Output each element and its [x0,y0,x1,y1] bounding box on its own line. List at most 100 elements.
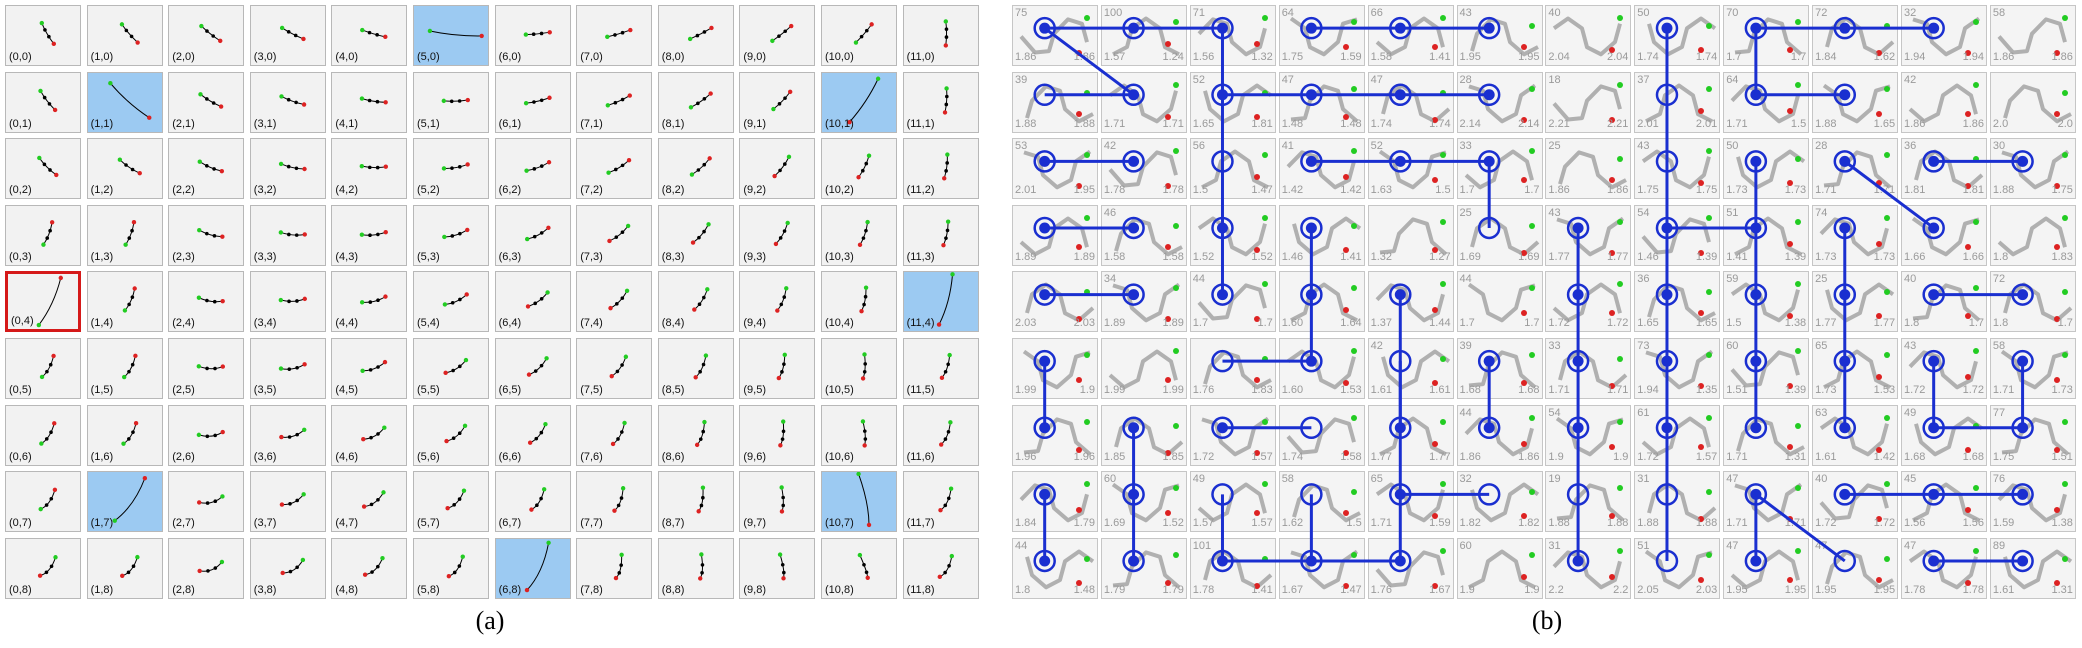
cell-11-1[interactable]: (11,1) [902,71,979,133]
cell-3-0[interactable]: (3,0) [249,5,326,66]
cell-10-7[interactable]: (10,7) [821,471,897,533]
cell-7-1[interactable]: (7,1) [576,71,653,133]
cell-11-5[interactable]: (11,5) [902,338,979,399]
cell-5-0[interactable]: (5,0) [413,5,489,66]
cell-1-8[interactable]: (1,8) [86,537,163,599]
cell-3-1[interactable]: (3,1) [249,71,326,133]
cell-9-8[interactable]: (9,8) [739,537,816,599]
cell-5-1[interactable]: (5,1) [413,71,489,133]
cell-11-6[interactable]: (11,6) [902,404,979,466]
cell-1-3[interactable]: (1,3) [86,204,163,266]
cell-0-1[interactable]: (0,1) [5,71,81,133]
cell-3-6[interactable]: (3,6) [249,404,326,466]
cell-6-2[interactable]: (6,2) [494,138,571,200]
cell-1-4[interactable]: (1,4) [86,271,163,333]
cell-5-6[interactable]: (5,6) [413,404,489,466]
cell-3-3[interactable]: (3,3) [249,204,326,266]
cell-11-7[interactable]: (11,7) [902,471,979,533]
cell-0-6[interactable]: (0,6) [5,404,81,466]
cell-1-5[interactable]: (1,5) [86,338,163,399]
cell-11-2[interactable]: (11,2) [902,138,979,200]
cell-2-2[interactable]: (2,2) [168,138,245,200]
cell-9-0[interactable]: (9,0) [739,5,816,66]
cell-5-8[interactable]: (5,8) [413,537,489,599]
cell-5-4[interactable]: (5,4) [413,271,489,333]
cell-2-6[interactable]: (2,6) [168,404,245,466]
cell-8-4[interactable]: (8,4) [657,271,734,333]
cell-8-6[interactable]: (8,6) [657,404,734,466]
cell-10-1[interactable]: (10,1) [821,71,897,133]
cell-8-3[interactable]: (8,3) [657,204,734,266]
cell-2-3[interactable]: (2,3) [168,204,245,266]
cell-10-4[interactable]: (10,4) [821,271,897,333]
cell-6-7[interactable]: (6,7) [494,471,571,533]
cell-7-2[interactable]: (7,2) [576,138,653,200]
cell-0-7[interactable]: (0,7) [5,471,81,533]
cell-2-7[interactable]: (2,7) [168,471,245,533]
cell-6-1[interactable]: (6,1) [494,71,571,133]
cell-6-3[interactable]: (6,3) [494,204,571,266]
cell-6-5[interactable]: (6,5) [494,338,571,399]
cell-10-6[interactable]: (10,6) [821,404,897,466]
cell-5-3[interactable]: (5,3) [413,204,489,266]
cell-11-0[interactable]: (11,0) [902,5,979,66]
cell-4-3[interactable]: (4,3) [331,204,408,266]
cell-7-7[interactable]: (7,7) [576,471,653,533]
